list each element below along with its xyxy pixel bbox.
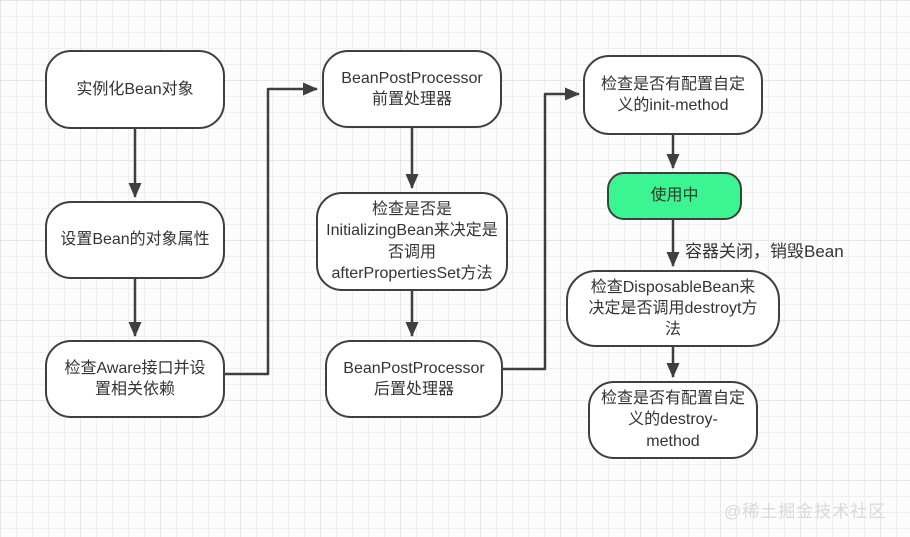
watermark: @稀土掘金技术社区 <box>724 502 887 521</box>
node-check-aware: 检查Aware接口并设 置相关依赖 <box>45 340 225 418</box>
edge-label-container-close: 容器关闭，销毁Bean <box>685 242 844 261</box>
node-check-disposable-bean: 检查DisposableBean来 决定是否调用destroyt方 法 <box>566 270 780 347</box>
node-check-initializing-bean: 检查是否是 InitializingBean来决定是 否调用 afterProp… <box>316 192 508 291</box>
node-in-use: 使用中 <box>607 172 742 220</box>
arrow-aware-to-bpp-before <box>225 82 318 376</box>
node-instantiate-bean: 实例化Bean对象 <box>45 50 225 129</box>
node-bpp-before: BeanPostProcessor 前置处理器 <box>322 50 502 128</box>
node-check-destroy-method: 检查是否有配置自定 义的destroy- method <box>588 381 758 459</box>
node-set-bean-properties: 设置Bean的对象属性 <box>45 201 225 279</box>
node-bpp-after: BeanPostProcessor 后置处理器 <box>325 340 503 418</box>
node-check-init-method: 检查是否有配置自定 义的init-method <box>583 55 763 135</box>
